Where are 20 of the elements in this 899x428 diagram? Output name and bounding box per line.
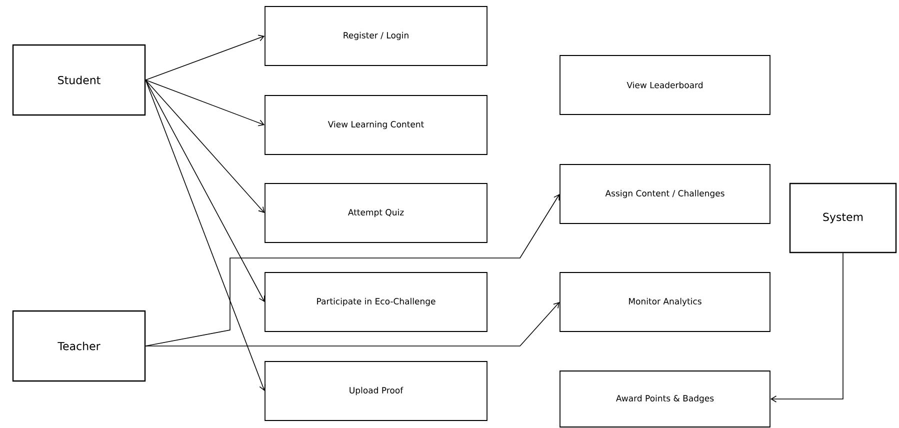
actor-box: System	[789, 182, 897, 254]
actor-box: Student	[12, 44, 146, 116]
use-case-box: View Learning Content	[264, 95, 488, 155]
use-case-box: Register / Login	[264, 6, 488, 66]
arrow	[145, 80, 266, 391]
use-case-box: Upload Proof	[264, 361, 488, 421]
use-case-box: Assign Content / Challenges	[560, 164, 770, 224]
use-case-box: Attempt Quiz	[264, 183, 488, 243]
use-case-box: Award Points & Badges	[560, 370, 770, 428]
arrow	[770, 252, 844, 402]
arrow	[145, 194, 560, 346]
actor-box: Teacher	[12, 310, 146, 382]
use-case-box: View Leaderboard	[560, 55, 770, 115]
arrow	[145, 80, 265, 126]
use-case-box: Participate in Eco-Challenge	[264, 272, 488, 332]
arrow	[145, 302, 560, 346]
arrow	[145, 80, 265, 213]
arrow	[145, 80, 265, 302]
arrow	[145, 34, 265, 80]
use-case-box: Monitor Analytics	[560, 272, 770, 332]
